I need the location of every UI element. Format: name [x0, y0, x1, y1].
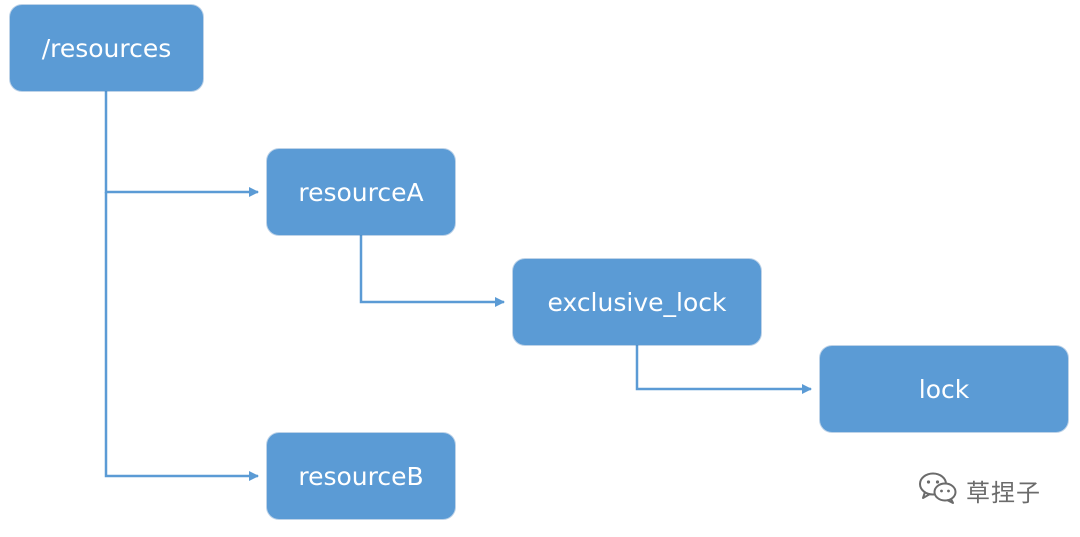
- node-label: resourceA: [298, 177, 424, 207]
- node-label: lock: [918, 374, 970, 404]
- node-resources-root: /resources: [10, 5, 203, 91]
- node-label: exclusive_lock: [547, 287, 727, 317]
- watermark-text: 草捏子: [966, 478, 1041, 507]
- connector-root-to-resourceA: [104, 91, 259, 197]
- node-label: resourceB: [298, 461, 424, 491]
- connector-root-to-resourceB: [104, 192, 259, 481]
- connector-exclusive-lock-to-lock: [635, 345, 812, 394]
- node-exclusive-lock: exclusive_lock: [513, 259, 761, 345]
- wechat-icon: [918, 471, 958, 509]
- connector-resourceA-to-exclusive-lock: [359, 235, 505, 307]
- watermark: 草捏子: [918, 470, 1041, 510]
- node-lock: lock: [820, 346, 1068, 432]
- node-resource-a: resourceA: [267, 149, 455, 235]
- node-label: /resources: [41, 33, 172, 63]
- node-resource-b: resourceB: [267, 433, 455, 519]
